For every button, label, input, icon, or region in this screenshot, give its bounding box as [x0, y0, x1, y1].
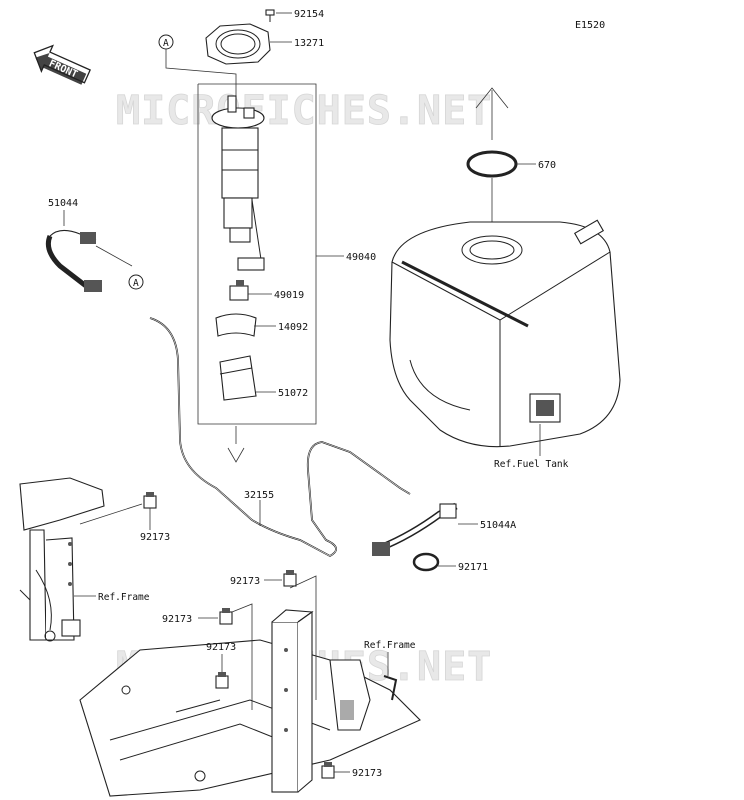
hose-51044a-icon	[372, 502, 458, 556]
gasket-13271-icon	[205, 23, 271, 65]
label-670: 670	[538, 160, 556, 171]
breather-tube-32155-icon	[149, 317, 411, 558]
label-92173-b: 92173	[230, 576, 260, 587]
oring-670-icon	[466, 150, 518, 178]
label-51044a: 51044A	[480, 520, 516, 531]
callout-a-side	[128, 274, 144, 290]
label-14092: 14092	[278, 322, 308, 333]
label-92171: 92171	[458, 562, 488, 573]
label-92154: 92154	[294, 9, 324, 20]
clip-92173-b-icon	[283, 570, 297, 587]
callout-a-side-letter: A	[133, 278, 139, 289]
label-51044: 51044	[48, 198, 78, 209]
watermark-top: MICROFICHES.NET	[116, 88, 492, 134]
ref-fuel-tank: Ref.Fuel Tank	[494, 459, 569, 470]
clip-92173-c-icon	[219, 608, 233, 625]
hose-51044-icon	[45, 229, 102, 292]
clip-92173-left-icon	[143, 492, 157, 509]
label-49040: 49040	[346, 252, 376, 263]
label-92173-e: 92173	[352, 768, 382, 779]
bolt-92154-icon	[265, 9, 275, 22]
frame-left-icon	[19, 477, 105, 642]
front-arrow-icon: FRONT	[33, 44, 91, 85]
label-92173-a: 92173	[140, 532, 170, 543]
filter-51072-icon	[219, 355, 257, 401]
filter-49019-icon	[229, 280, 249, 301]
label-51072: 51072	[278, 388, 308, 399]
label-49019: 49019	[274, 290, 304, 301]
ref-frame-right: Ref.Frame	[364, 640, 416, 651]
label-32155: 32155	[244, 490, 274, 501]
clip-92173-d-icon	[215, 672, 229, 689]
label-92173-d: 92173	[206, 642, 236, 653]
callout-a-top-letter: A	[163, 38, 169, 49]
holder-14092-icon	[215, 313, 257, 337]
label-13271: 13271	[294, 38, 324, 49]
fuel-pump-icon	[211, 95, 265, 271]
frame-bottom-icon	[79, 609, 421, 797]
clip-92173-e-icon	[321, 762, 335, 779]
ref-frame-left: Ref.Frame	[98, 592, 150, 603]
fuel-tank-icon	[389, 219, 621, 448]
diagram-code: E1520	[575, 20, 605, 31]
clamp-92171-icon	[412, 552, 440, 572]
label-92173-c: 92173	[162, 614, 192, 625]
